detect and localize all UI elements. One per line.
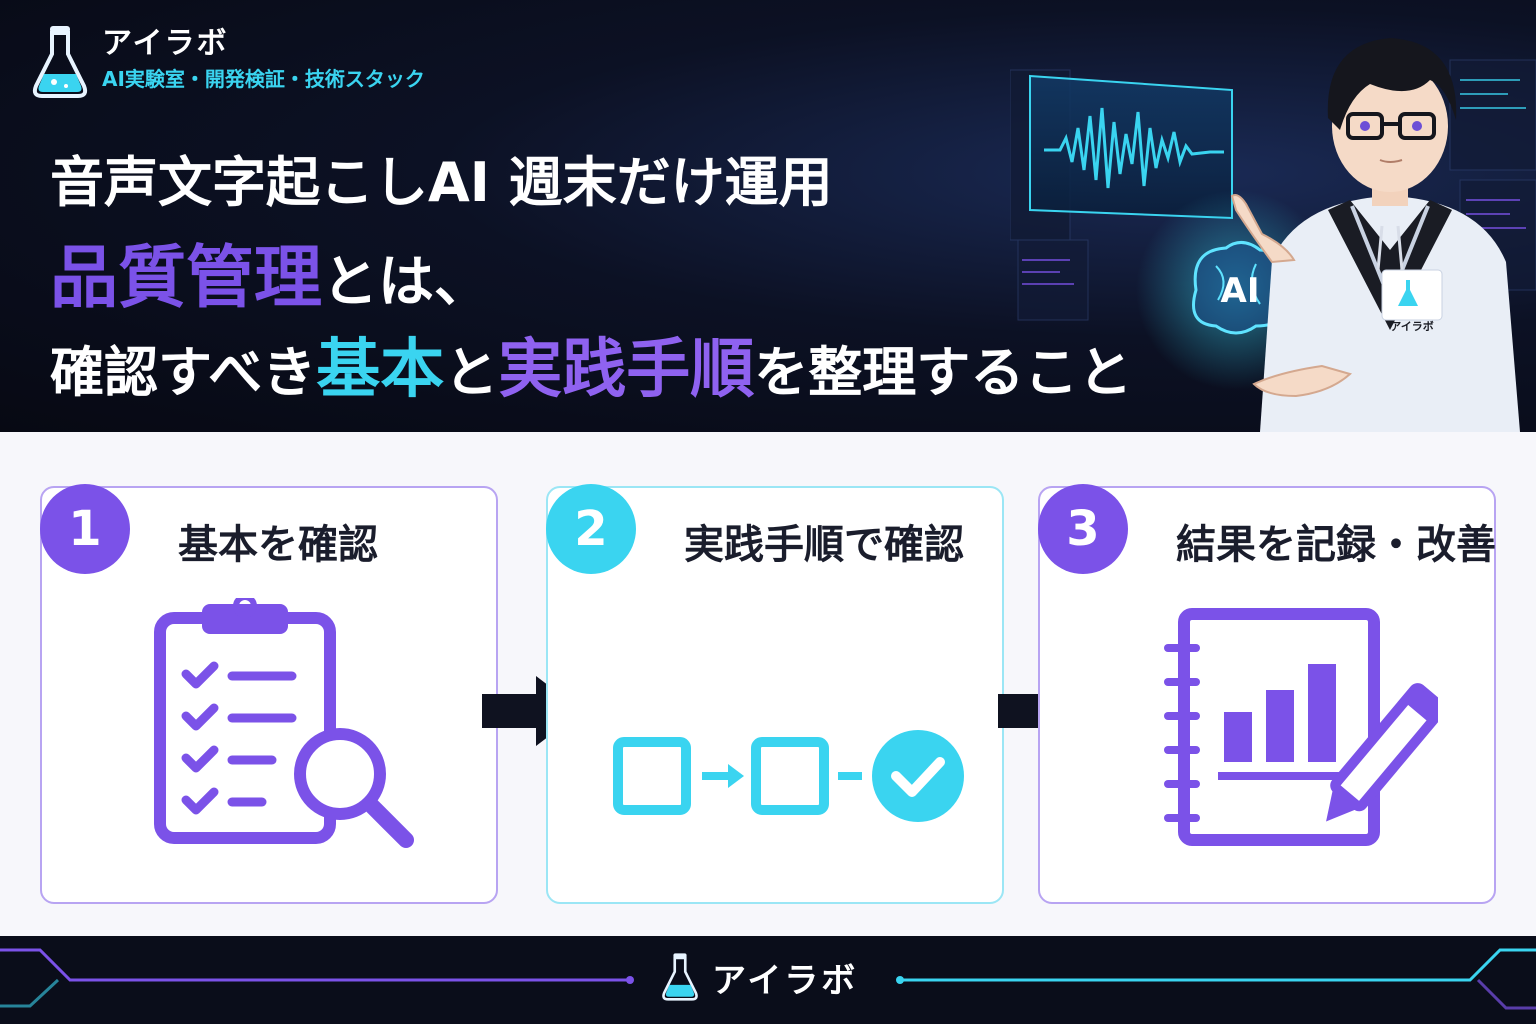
step-title: 結果を記録・改善: [1176, 522, 1496, 568]
headline-line-3-part1: 確認すべき: [50, 341, 317, 404]
headline-accent-procedure: 実践手順: [498, 333, 755, 407]
flask-icon: [662, 953, 698, 1001]
headline-accent-basics: 基本: [316, 333, 445, 407]
ai-chip-label: AI: [1221, 271, 1260, 311]
process-flow-icon: [613, 730, 964, 822]
footer-bar: アイラボ: [0, 936, 1536, 1024]
waveform-icon: [1044, 107, 1224, 189]
steps-panel: 1 基本を確認 2 実践手順で確認: [0, 432, 1536, 936]
headline-line-3: 確認すべき基本と実践手順を整理すること: [50, 318, 1132, 410]
scientist-illustration: AI アイラボ: [1010, 38, 1536, 432]
step-number-badge: 1: [40, 484, 130, 574]
coat-flask-icon: [1398, 280, 1418, 306]
step-title: 基本を確認: [178, 522, 378, 568]
circuit-lines-decoration: [0, 948, 1536, 1010]
coat-badge-label: アイラボ: [1390, 319, 1433, 333]
headline-accent-quality: 品質管理: [50, 239, 323, 318]
step-number-badge: 3: [1038, 484, 1128, 574]
brand-header: アイラボ AI実験室・開発検証・技術スタック: [30, 24, 425, 100]
headline-line-2: 品質管理とは、: [50, 222, 490, 321]
scientist-figure: アイラボ: [1230, 38, 1520, 432]
step-card-record: 3 結果を記録・改善: [1038, 484, 1496, 904]
hero-banner: アイラボ AI実験室・開発検証・技術スタック 音声文字起こしAI 週末だけ運用 …: [0, 0, 1536, 432]
footer-brand-name: アイラボ: [712, 960, 859, 1001]
step-card-procedure: 2 実践手順で確認: [546, 484, 1004, 904]
brand-name: アイラボ: [102, 26, 229, 61]
ai-brain-hologram: AI: [1192, 241, 1290, 335]
brand-tagline: AI実験室・開発検証・技術スタック: [102, 67, 425, 91]
step-number-badge: 2: [546, 484, 636, 574]
headline-line-1: 音声文字起こしAI 週末だけ運用: [50, 151, 833, 214]
step-card-basics: 1 基本を確認: [40, 484, 498, 904]
clipboard-search-icon: [154, 598, 414, 848]
headline-line-3-part2: と: [444, 341, 499, 404]
headline-line-2-rest: とは、: [322, 250, 491, 315]
step-title: 実践手順で確認: [684, 522, 964, 568]
footer-brand: アイラボ: [660, 952, 858, 1002]
notebook-chart-pencil-icon: [1164, 608, 1438, 846]
flask-icon: [32, 26, 88, 98]
headline-line-3-part3: を整理すること: [754, 341, 1133, 404]
